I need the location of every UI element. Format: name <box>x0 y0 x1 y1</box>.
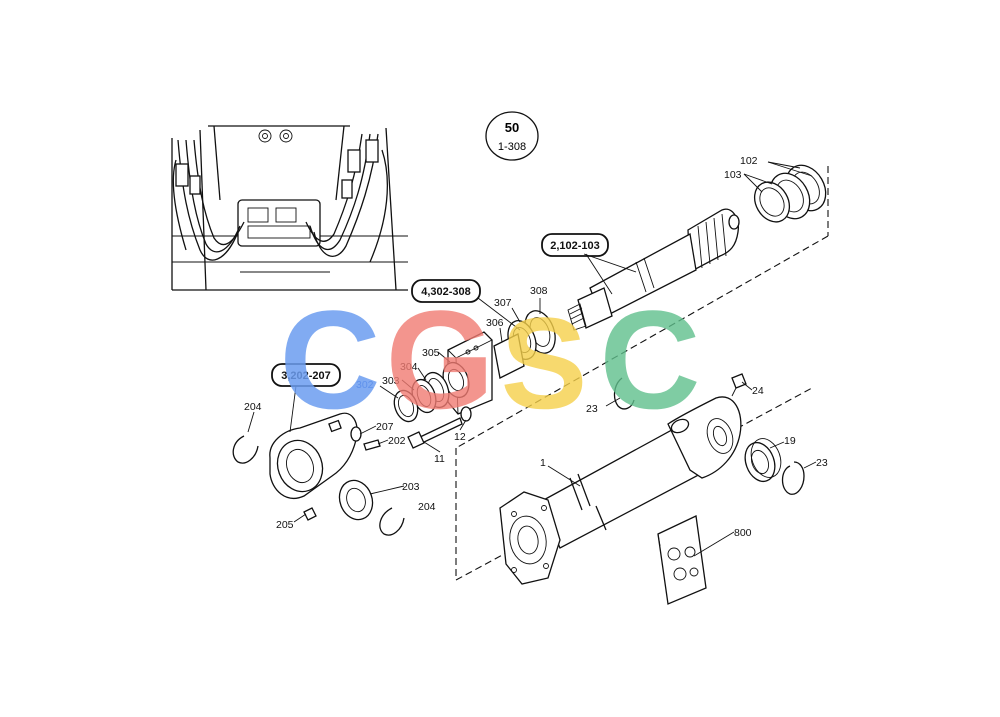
part-label-800: 800 <box>734 527 752 539</box>
group-label-2-102-103: 2,102-103 <box>541 233 609 257</box>
watermark-letter-c2: C <box>599 281 700 438</box>
watermark-letter-g: G <box>386 281 495 438</box>
part-label-207: 207 <box>376 421 394 433</box>
part-label-308: 308 <box>530 285 548 297</box>
part-label-302: 302 <box>356 379 374 391</box>
seal-kit-bag <box>657 515 707 605</box>
watermark-letter-s: S <box>501 290 588 436</box>
watermark-letter-c1: C <box>279 281 380 438</box>
piston-seal-kit <box>743 161 827 223</box>
part-label-205: 205 <box>276 519 294 531</box>
part-label-306: 306 <box>486 317 504 329</box>
part-label-1: 1 <box>540 457 546 469</box>
part-label-103: 103 <box>724 169 742 181</box>
rear-bearing-set <box>613 377 805 495</box>
machine-inset-illustration <box>171 125 408 291</box>
part-label-204-upper: 204 <box>244 401 262 413</box>
rod-gland-assembly <box>393 310 556 449</box>
part-label-23-right: 23 <box>816 457 828 469</box>
part-label-23-left: 23 <box>586 403 598 415</box>
grease-nipple <box>731 373 747 397</box>
group-2-102-103: 2,102-103 <box>550 240 600 252</box>
watermark-logo: C G S C <box>279 281 700 438</box>
leader-lines <box>247 253 817 557</box>
piston-rod <box>567 208 740 331</box>
part-label-102: 102 <box>740 155 758 167</box>
badge-range: 1-308 <box>498 141 526 153</box>
part-label-24: 24 <box>752 385 764 397</box>
group-4-302-308: 4,302-308 <box>421 286 471 298</box>
group-3-202-207: 3,202-207 <box>281 370 331 382</box>
part-label-307: 307 <box>494 297 512 309</box>
cylinder-barrel <box>499 396 742 585</box>
part-label-19: 19 <box>784 435 796 447</box>
part-number-labels: 102 103 308 307 306 305 304 303 302 204 … <box>244 155 828 539</box>
part-label-303: 303 <box>382 375 400 387</box>
part-label-304: 304 <box>400 361 418 373</box>
part-label-203: 203 <box>402 481 420 493</box>
group-label-4-302-308: 4,302-308 <box>411 279 481 303</box>
part-label-11: 11 <box>434 453 445 465</box>
assembly-badge: 50 1-308 <box>485 111 539 161</box>
group-label-3-202-207: 3,202-207 <box>271 363 341 387</box>
part-label-305: 305 <box>422 347 440 359</box>
part-label-204-lower: 204 <box>418 501 436 513</box>
part-label-202: 202 <box>388 435 406 447</box>
rod-eye-assembly <box>232 412 405 536</box>
badge-number: 50 <box>505 120 519 135</box>
part-label-12: 12 <box>454 431 466 443</box>
